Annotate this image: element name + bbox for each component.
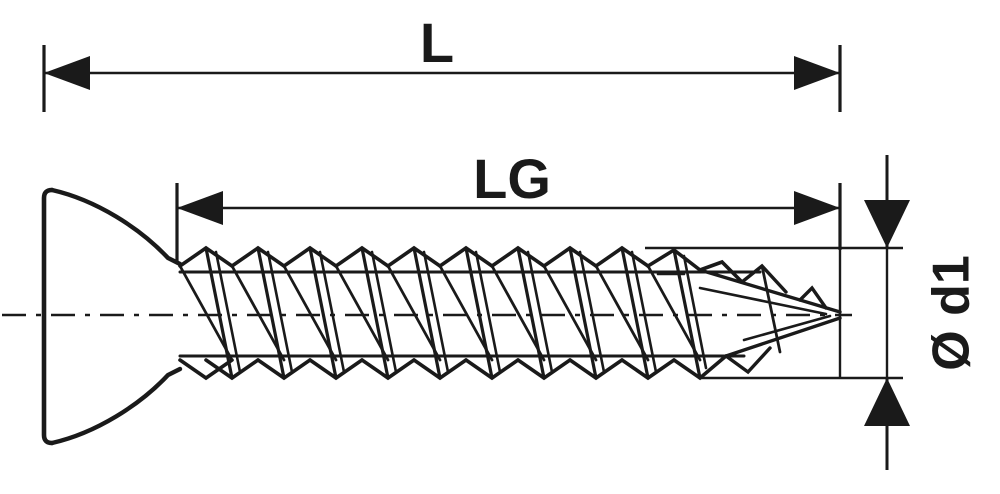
tip-upper-edge (698, 268, 842, 314)
screw-tip (698, 263, 842, 375)
head-left-edge (41, 187, 55, 446)
head-bugle-curve-top (49, 187, 183, 267)
arrowhead-right-icon (794, 191, 840, 225)
arrowhead-up-icon (864, 378, 910, 426)
tip-thread-crest-lower (724, 346, 772, 375)
thread-profile (178, 245, 762, 381)
arrowhead-left-icon (177, 191, 223, 225)
arrowhead-right-icon (794, 56, 840, 90)
tip-helix-flank (760, 264, 782, 354)
dimension-label-thread-diameter: Ø d1 (923, 255, 981, 371)
thread-root-lines-upper (188, 270, 686, 276)
tip-inner-helix-lower (742, 314, 832, 342)
screw-head (41, 187, 183, 446)
thread-helix-back-flanks (214, 250, 708, 374)
thread-back-helix-long (178, 264, 702, 362)
dimension-label-overall-length: L (420, 11, 454, 74)
dimension-thread-length: LG (175, 147, 842, 262)
tip-inner-helix (698, 286, 828, 316)
dimension-thread-diameter: Ø d1 (864, 155, 981, 470)
tip-lower-edge (724, 316, 842, 358)
arrowhead-down-icon (864, 200, 910, 248)
head-bugle-curve-bottom (49, 366, 183, 446)
dimension-label-thread-length: LG (473, 147, 551, 210)
dimension-overall-length: L (42, 11, 842, 112)
tip-thread-crest-point (798, 285, 828, 310)
arrowhead-left-icon (44, 56, 90, 90)
